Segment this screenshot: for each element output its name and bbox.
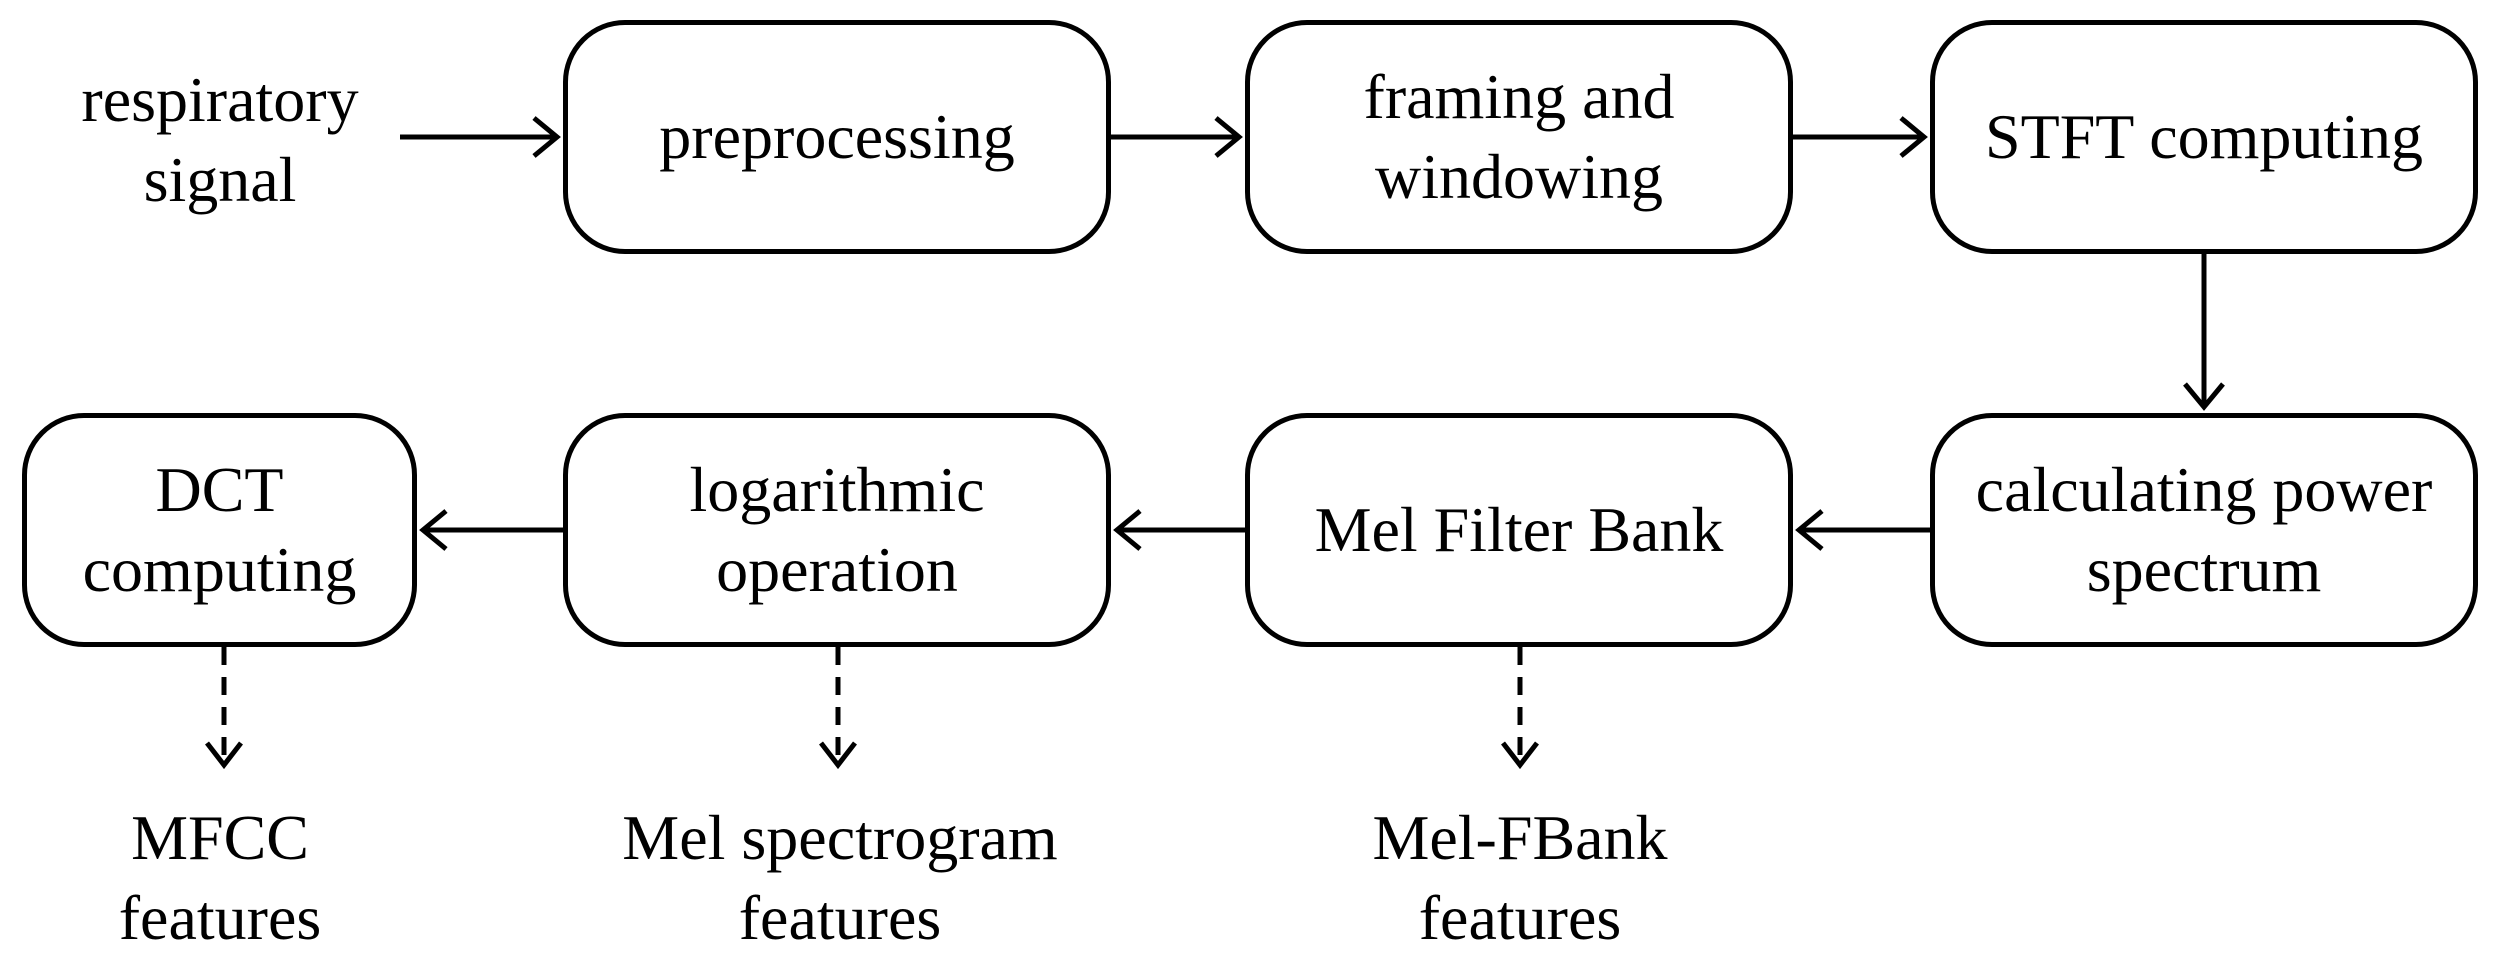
logarithmic-box: logarithmic operation bbox=[563, 413, 1111, 647]
preprocessing-text: preprocessing bbox=[659, 101, 1015, 172]
mel-spectrogram-line2: features bbox=[738, 881, 942, 953]
stft-text: STFT computing bbox=[1985, 101, 2423, 172]
mel-spectrogram-line1: Mel spectrogram bbox=[622, 801, 1058, 873]
arrow-log-to-dct bbox=[419, 509, 563, 551]
mel-fbank-line1: Mel-FBank bbox=[1372, 801, 1668, 873]
dashed-arrow-log-to-mel-spectrogram bbox=[819, 647, 857, 770]
arrow-framing-to-stft bbox=[1793, 116, 1928, 158]
log-text-line1: logarithmic bbox=[689, 454, 985, 525]
stft-box: STFT computing bbox=[1930, 20, 2478, 254]
framing-windowing-box: framing and windowing bbox=[1245, 20, 1793, 254]
dct-text-line1: DCT bbox=[155, 454, 284, 525]
arrow-mel-filter-to-log bbox=[1113, 509, 1245, 551]
log-text-line2: operation bbox=[716, 534, 958, 605]
mfcc-output-label: MFCC features bbox=[20, 795, 420, 960]
mel-filter-bank-box: Mel Filter Bank bbox=[1245, 413, 1793, 647]
mel-fbank-output-label: Mel-FBank features bbox=[1280, 795, 1760, 960]
mfcc-line1: MFCC bbox=[131, 801, 309, 873]
arrow-power-to-mel-filter bbox=[1795, 509, 1930, 551]
mel-fbank-line2: features bbox=[1418, 881, 1622, 953]
power-text-line2: spectrum bbox=[2086, 534, 2322, 605]
framing-text-line1: framing and bbox=[1363, 61, 1675, 132]
mel-filter-text: Mel Filter Bank bbox=[1314, 494, 1724, 565]
arrow-input-to-preprocessing bbox=[400, 116, 561, 158]
dct-text-line2: computing bbox=[82, 534, 357, 605]
power-spectrum-box: calculating power spectrum bbox=[1930, 413, 2478, 647]
framing-text-line2: windowing bbox=[1375, 141, 1663, 212]
dashed-arrow-mel-filter-to-mel-fbank bbox=[1501, 647, 1539, 770]
dashed-arrow-dct-to-mfcc bbox=[205, 647, 243, 770]
power-text-line1: calculating power bbox=[1975, 454, 2433, 525]
arrow-preprocessing-to-framing bbox=[1111, 116, 1243, 158]
input-label-line2: signal bbox=[143, 144, 297, 215]
input-label-line1: respiratory bbox=[81, 64, 359, 135]
arrow-stft-to-power bbox=[2183, 254, 2225, 411]
mel-spectrogram-output-label: Mel spectrogram features bbox=[560, 795, 1120, 960]
preprocessing-box: preprocessing bbox=[563, 20, 1111, 254]
dct-box: DCT computing bbox=[22, 413, 417, 647]
input-label: respiratory signal bbox=[40, 60, 400, 220]
mfcc-line2: features bbox=[118, 881, 322, 953]
